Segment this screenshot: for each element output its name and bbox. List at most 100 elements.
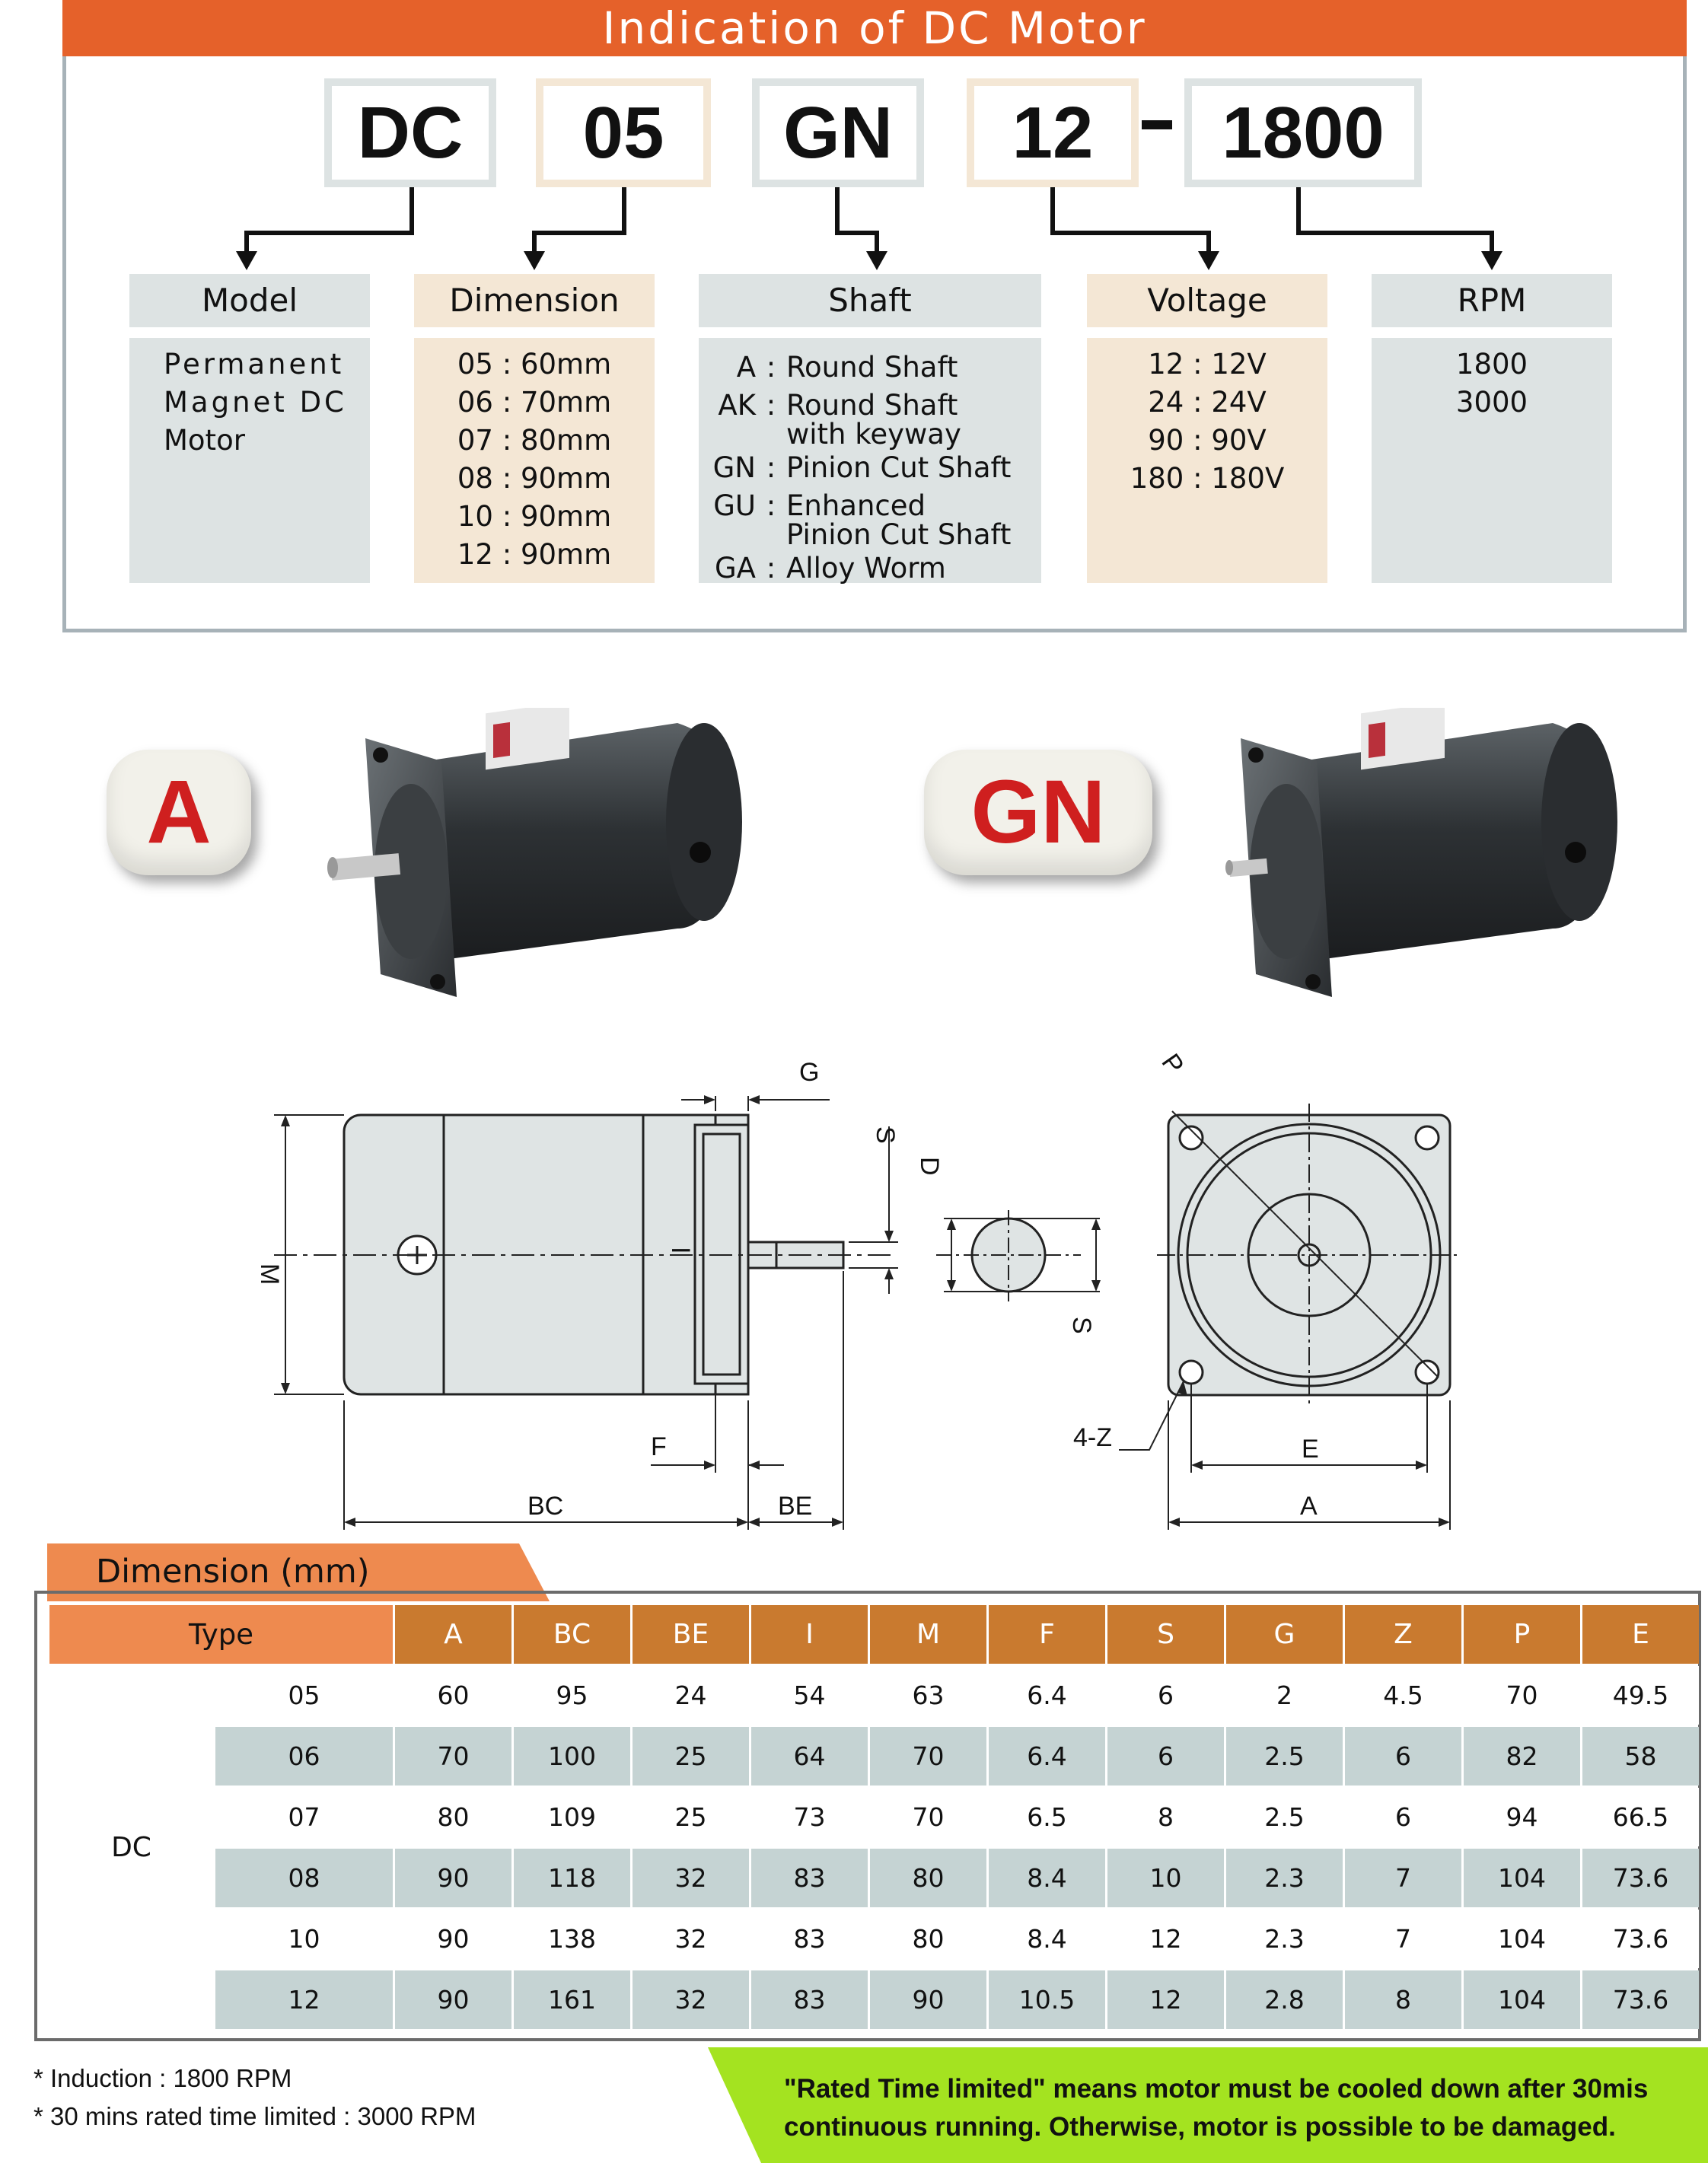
value-cell: 6.4	[989, 1666, 1105, 1725]
value-cell: 54	[751, 1666, 868, 1725]
dimension-title: Dimension (mm)	[96, 1553, 370, 1591]
header-cell: Z	[1345, 1605, 1461, 1664]
model-line: Permanent	[164, 348, 345, 381]
value-cell: 32	[633, 1910, 749, 1968]
warning-line: continuous running. Otherwise, motor is …	[784, 2112, 1616, 2142]
shaft-head: Shaft	[699, 274, 1041, 327]
header-cell: F	[989, 1605, 1105, 1664]
header-cell: BE	[633, 1605, 749, 1664]
value-cell: 49.5	[1582, 1666, 1699, 1725]
value-cell: 83	[751, 1849, 868, 1907]
value-cell: 12	[1107, 1970, 1224, 2029]
value-cell: 58	[1582, 1727, 1699, 1786]
value-cell: 2.3	[1226, 1910, 1343, 1968]
header-cell: I	[751, 1605, 868, 1664]
label-i: I	[666, 1247, 695, 1254]
voltage-line: 180 : 180V	[1130, 462, 1285, 495]
value-cell: 6	[1107, 1727, 1224, 1786]
note-rated-time: * 30 mins rated time limited : 3000 RPM	[33, 2102, 476, 2130]
shaft-item: AK:Round Shaft with keyway	[718, 389, 961, 451]
value-cell: 104	[1464, 1970, 1580, 2029]
shaft-item: GN:Pinion Cut Shaft	[712, 451, 1012, 484]
value-cell: 6	[1345, 1788, 1461, 1846]
value-cell: 73	[751, 1788, 868, 1846]
voltage-line: 90 : 90V	[1148, 424, 1267, 457]
value-cell: 73.6	[1582, 1970, 1699, 2029]
type-cell: 08	[215, 1849, 393, 1907]
code-model: DC	[324, 78, 496, 187]
type-cell: 07	[215, 1788, 393, 1846]
value-cell: 80	[870, 1910, 986, 1968]
value-cell: 2.3	[1226, 1849, 1343, 1907]
dimension-body: 05 : 60mm 06 : 70mm 07 : 80mm 08 : 90mm …	[414, 338, 655, 583]
page-title: Indication of DC Motor	[62, 0, 1687, 56]
value-cell: 32	[633, 1970, 749, 2029]
header-cell: G	[1226, 1605, 1343, 1664]
value-cell: 70	[395, 1727, 511, 1786]
dimension-line: 10 : 90mm	[457, 500, 612, 533]
value-cell: 2	[1226, 1666, 1343, 1725]
value-cell: 10.5	[989, 1970, 1105, 2029]
value-cell: 73.6	[1582, 1910, 1699, 1968]
value-cell: 25	[633, 1727, 749, 1786]
type-cell: 10	[215, 1910, 393, 1968]
value-cell: 2.5	[1226, 1788, 1343, 1846]
value-cell: 63	[870, 1666, 986, 1725]
value-cell: 90	[395, 1970, 511, 2029]
value-cell: 60	[395, 1666, 511, 1725]
voltage-head: Voltage	[1087, 274, 1327, 327]
label-bc: BC	[527, 1492, 563, 1521]
value-cell: 8.4	[989, 1849, 1105, 1907]
shaft-body: A:Round Shaft AK:Round Shaft with keyway…	[699, 338, 1041, 585]
value-cell: 24	[633, 1666, 749, 1725]
dimension-title-tab	[47, 1543, 550, 1601]
voltage-line: 24 : 24V	[1148, 386, 1267, 419]
value-cell: 82	[1464, 1727, 1580, 1786]
header-cell: A	[395, 1605, 511, 1664]
type-cell: 05	[215, 1666, 393, 1725]
dimension-head: Dimension	[414, 274, 655, 327]
label-a: A	[1300, 1492, 1318, 1521]
value-cell: 100	[514, 1727, 630, 1786]
header-cell: S	[1107, 1605, 1224, 1664]
value-cell: 138	[514, 1910, 630, 1968]
value-cell: 109	[514, 1788, 630, 1846]
header-cell: P	[1464, 1605, 1580, 1664]
model-head: Model	[129, 274, 370, 327]
value-cell: 8	[1345, 1970, 1461, 2029]
voltage-line: 12 : 12V	[1148, 348, 1267, 381]
value-cell: 32	[633, 1849, 749, 1907]
model-body: Permanent Magnet DC Motor	[129, 338, 370, 583]
label-m: M	[255, 1263, 284, 1285]
dimension-line: 07 : 80mm	[457, 424, 612, 457]
value-cell: 6.5	[989, 1788, 1105, 1846]
rpm-line: 3000	[1455, 386, 1528, 419]
value-cell: 73.6	[1582, 1849, 1699, 1907]
label-s-bottom: S	[1067, 1317, 1096, 1334]
model-line: Motor	[164, 424, 245, 457]
value-cell: 95	[514, 1666, 630, 1725]
value-cell: 12	[1107, 1910, 1224, 1968]
warning-line: "Rated Time limited" means motor must be…	[784, 2074, 1649, 2104]
dimension-line: 12 : 90mm	[457, 538, 612, 571]
value-cell: 6	[1345, 1727, 1461, 1786]
value-cell: 2.8	[1226, 1970, 1343, 2029]
value-cell: 25	[633, 1788, 749, 1846]
value-cell: 4.5	[1345, 1666, 1461, 1725]
technical-drawing: G S D M I F BC BE S P 4-Z E A	[255, 1049, 1461, 1530]
code-connector-arrows	[236, 187, 1502, 270]
rpm-head: RPM	[1372, 274, 1612, 327]
header-cell: E	[1582, 1605, 1699, 1664]
motor-photo-round-shaft	[327, 708, 742, 997]
note-induction: * Induction : 1800 RPM	[33, 2064, 292, 2092]
code-separator	[1142, 120, 1172, 129]
value-cell: 7	[1345, 1910, 1461, 1968]
value-cell: 90	[870, 1970, 986, 2029]
value-cell: 90	[395, 1910, 511, 1968]
